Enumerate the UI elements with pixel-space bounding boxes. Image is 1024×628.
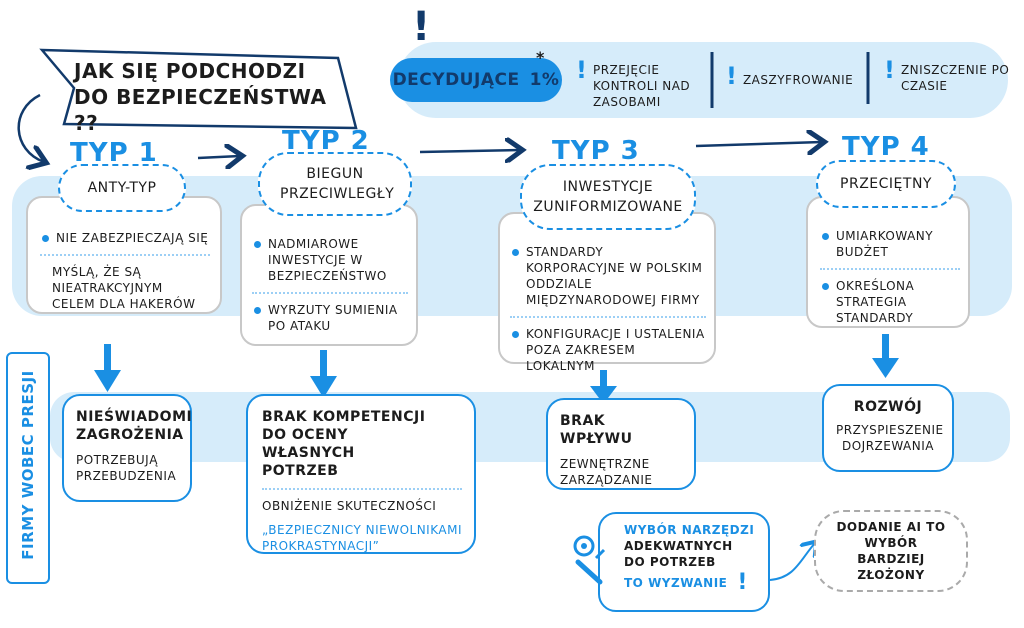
banner-item-1-text: Przejęcie kontroli nad zasobami: [592, 63, 691, 109]
typ1-point-1: Nie zabezpieczają się: [40, 230, 210, 246]
typ4-point-2: Określona strategia standardy: [820, 278, 960, 326]
banner-item-2: ! Zaszyfrowanie: [726, 62, 853, 90]
typ1-name: Anty-typ: [87, 180, 157, 196]
typ2-heading: Typ 2: [282, 126, 370, 156]
exclaim-icon: !: [884, 56, 895, 84]
typ4-outcome-text: Przyspieszenie dojrzewania: [836, 423, 944, 453]
banner-item-1: ! Przejęcie kontroli nad zasobami: [576, 56, 711, 110]
exclamation-icon: !: [412, 4, 431, 50]
typ3-card: Standardy korporacyjne w polskim oddzial…: [498, 212, 716, 373]
banner-item-2-text: Zaszyfrowanie: [742, 73, 854, 87]
decisive-pill: Decydujące 1%: [390, 58, 562, 102]
typ2-point-1: Nadmiarowe inwestycje w bezpieczeństwo: [252, 236, 408, 284]
tool-note-line1: Wybór narzędzi: [624, 523, 755, 537]
tool-note-line3: to wyzwanie: [624, 575, 728, 590]
typ4-name-bubble: Przeciętny: [816, 160, 956, 208]
typ4-point-1: Umiarkowany budżet: [820, 228, 960, 260]
typ3-name-bubble: Inwestycje zuniformizowane: [520, 164, 696, 230]
side-label-frame: [6, 352, 50, 584]
asterisk-mark: *: [536, 48, 545, 67]
typ3-outcome-text: Zewnętrzne zarządzanie: [560, 457, 653, 487]
typ3-heading: Typ 3: [552, 136, 640, 166]
typ2-outcome: Brak kompetencji do oceny własnych potrz…: [246, 394, 476, 554]
tool-note-mark: !: [737, 570, 748, 595]
typ2-outcome-title: Brak kompetencji do oceny własnych potrz…: [262, 409, 426, 479]
typ4-heading: Typ 4: [842, 132, 930, 162]
page-title: Jak się podchodzi do bezpieczeństwa ??: [74, 59, 327, 135]
banner-item-3: ! Zniszczenie po czasie: [884, 56, 1011, 94]
typ1-to-typ2-arrow: [197, 156, 240, 158]
typ2-name-bubble: Biegun przeciwległy: [258, 152, 412, 216]
exclaim-icon: !: [576, 56, 587, 84]
typ3-to-typ4-arrow: [695, 142, 822, 146]
typ4-outcome-title: Rozwój: [853, 399, 923, 415]
typ1-outcome-title: Nieświadomi zagrożenia: [76, 409, 193, 443]
title-to-typ1-arrow: [17, 93, 44, 162]
typ3-point-2: Konfiguracje i ustalenia poza zakresem l…: [510, 326, 706, 374]
wrench-icon: [573, 535, 606, 585]
typ2-name: Biegun przeciwległy: [280, 166, 395, 202]
typ2-to-typ3-arrow: [419, 150, 520, 152]
ai-note: Dodanie AI to wybór bardziej złożony: [814, 510, 968, 592]
banner-item-3-text: Zniszczenie po czasie: [900, 63, 1010, 93]
typ4-card: Umiarkowany budżet Określona strategia s…: [806, 196, 970, 328]
typ2-card: Nadmiarowe inwestycje w bezpieczeństwo W…: [240, 204, 418, 346]
tool-note-line2: adekwatnych do potrzeb: [624, 539, 733, 569]
typ1-name-bubble: Anty-typ: [58, 164, 186, 212]
decisive-percent: 1%: [529, 70, 560, 90]
typ3-outcome-title: Brak wpływu: [560, 413, 633, 447]
decisive-label: Decydujące: [392, 70, 520, 90]
typ2-outcome-text: Obniżenie skuteczności: [262, 499, 437, 513]
ai-note-text: Dodanie AI to wybór bardziej złożony: [836, 520, 946, 582]
typ4-outcome: Rozwój Przyspieszenie dojrzewania: [822, 384, 954, 472]
typ1-heading: Typ 1: [70, 138, 158, 168]
typ3-point-1: Standardy korporacyjne w polskim oddzial…: [510, 244, 706, 308]
tool-note: Wybór narzędzi adekwatnych do potrzeb to…: [598, 512, 770, 612]
typ1-outcome-text: Potrzebują przebudzenia: [76, 453, 177, 483]
exclaim-icon: !: [726, 62, 737, 90]
tool-to-ai-arrow: [769, 543, 815, 581]
typ1-card: Nie zabezpieczają się myślą, że są nieat…: [26, 196, 222, 314]
typ2-point-2: Wyrzuty sumienia po ataku: [252, 302, 408, 334]
typ2-outcome-quote: „Bezpiecznicy niewolnikami prokrastynacj…: [262, 523, 462, 553]
typ1-point-2: myślą, że są nieatrakcyjnym celem dla ha…: [52, 265, 196, 311]
typ3-name: Inwestycje zuniformizowane: [533, 179, 683, 215]
title-ribbon: [39, 48, 358, 130]
typ3-outcome: Brak wpływu Zewnętrzne zarządzanie: [546, 398, 696, 490]
typ1-outcome: Nieświadomi zagrożenia Potrzebują przebu…: [62, 394, 192, 502]
typ4-name: Przeciętny: [840, 176, 932, 192]
